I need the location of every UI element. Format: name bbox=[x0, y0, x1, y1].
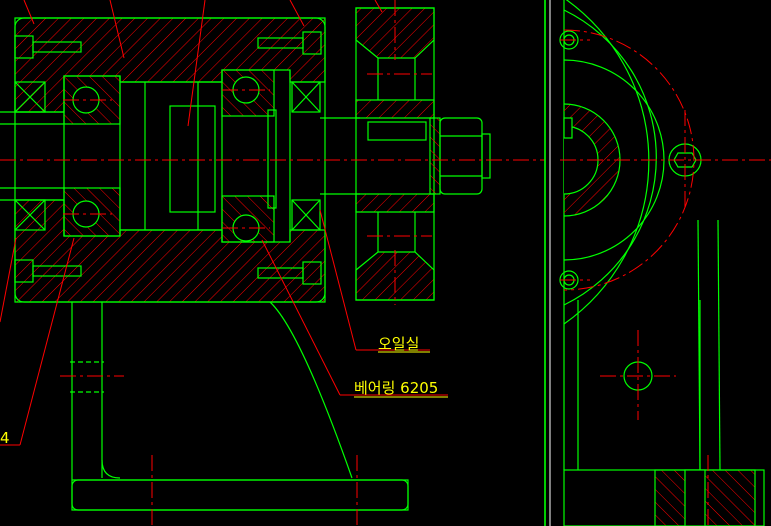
pedestal bbox=[70, 301, 409, 511]
label-bearing: 베어링 6205 bbox=[354, 379, 438, 397]
side-centerlines bbox=[560, 29, 771, 526]
annotation-labels: 오일실 베어링 6205 4 bbox=[0, 335, 448, 447]
label-oil-seal: 오일실 bbox=[378, 335, 419, 353]
side-view bbox=[544, 0, 765, 526]
label-partial-left: 4 bbox=[0, 429, 10, 447]
shaft bbox=[0, 105, 360, 213]
section-centerlines bbox=[0, 0, 545, 526]
bearing-right bbox=[221, 69, 275, 243]
cap-bolts bbox=[14, 31, 322, 285]
section-view bbox=[0, 7, 491, 511]
shaft-nut bbox=[429, 117, 491, 195]
leader-lines bbox=[0, 0, 448, 446]
